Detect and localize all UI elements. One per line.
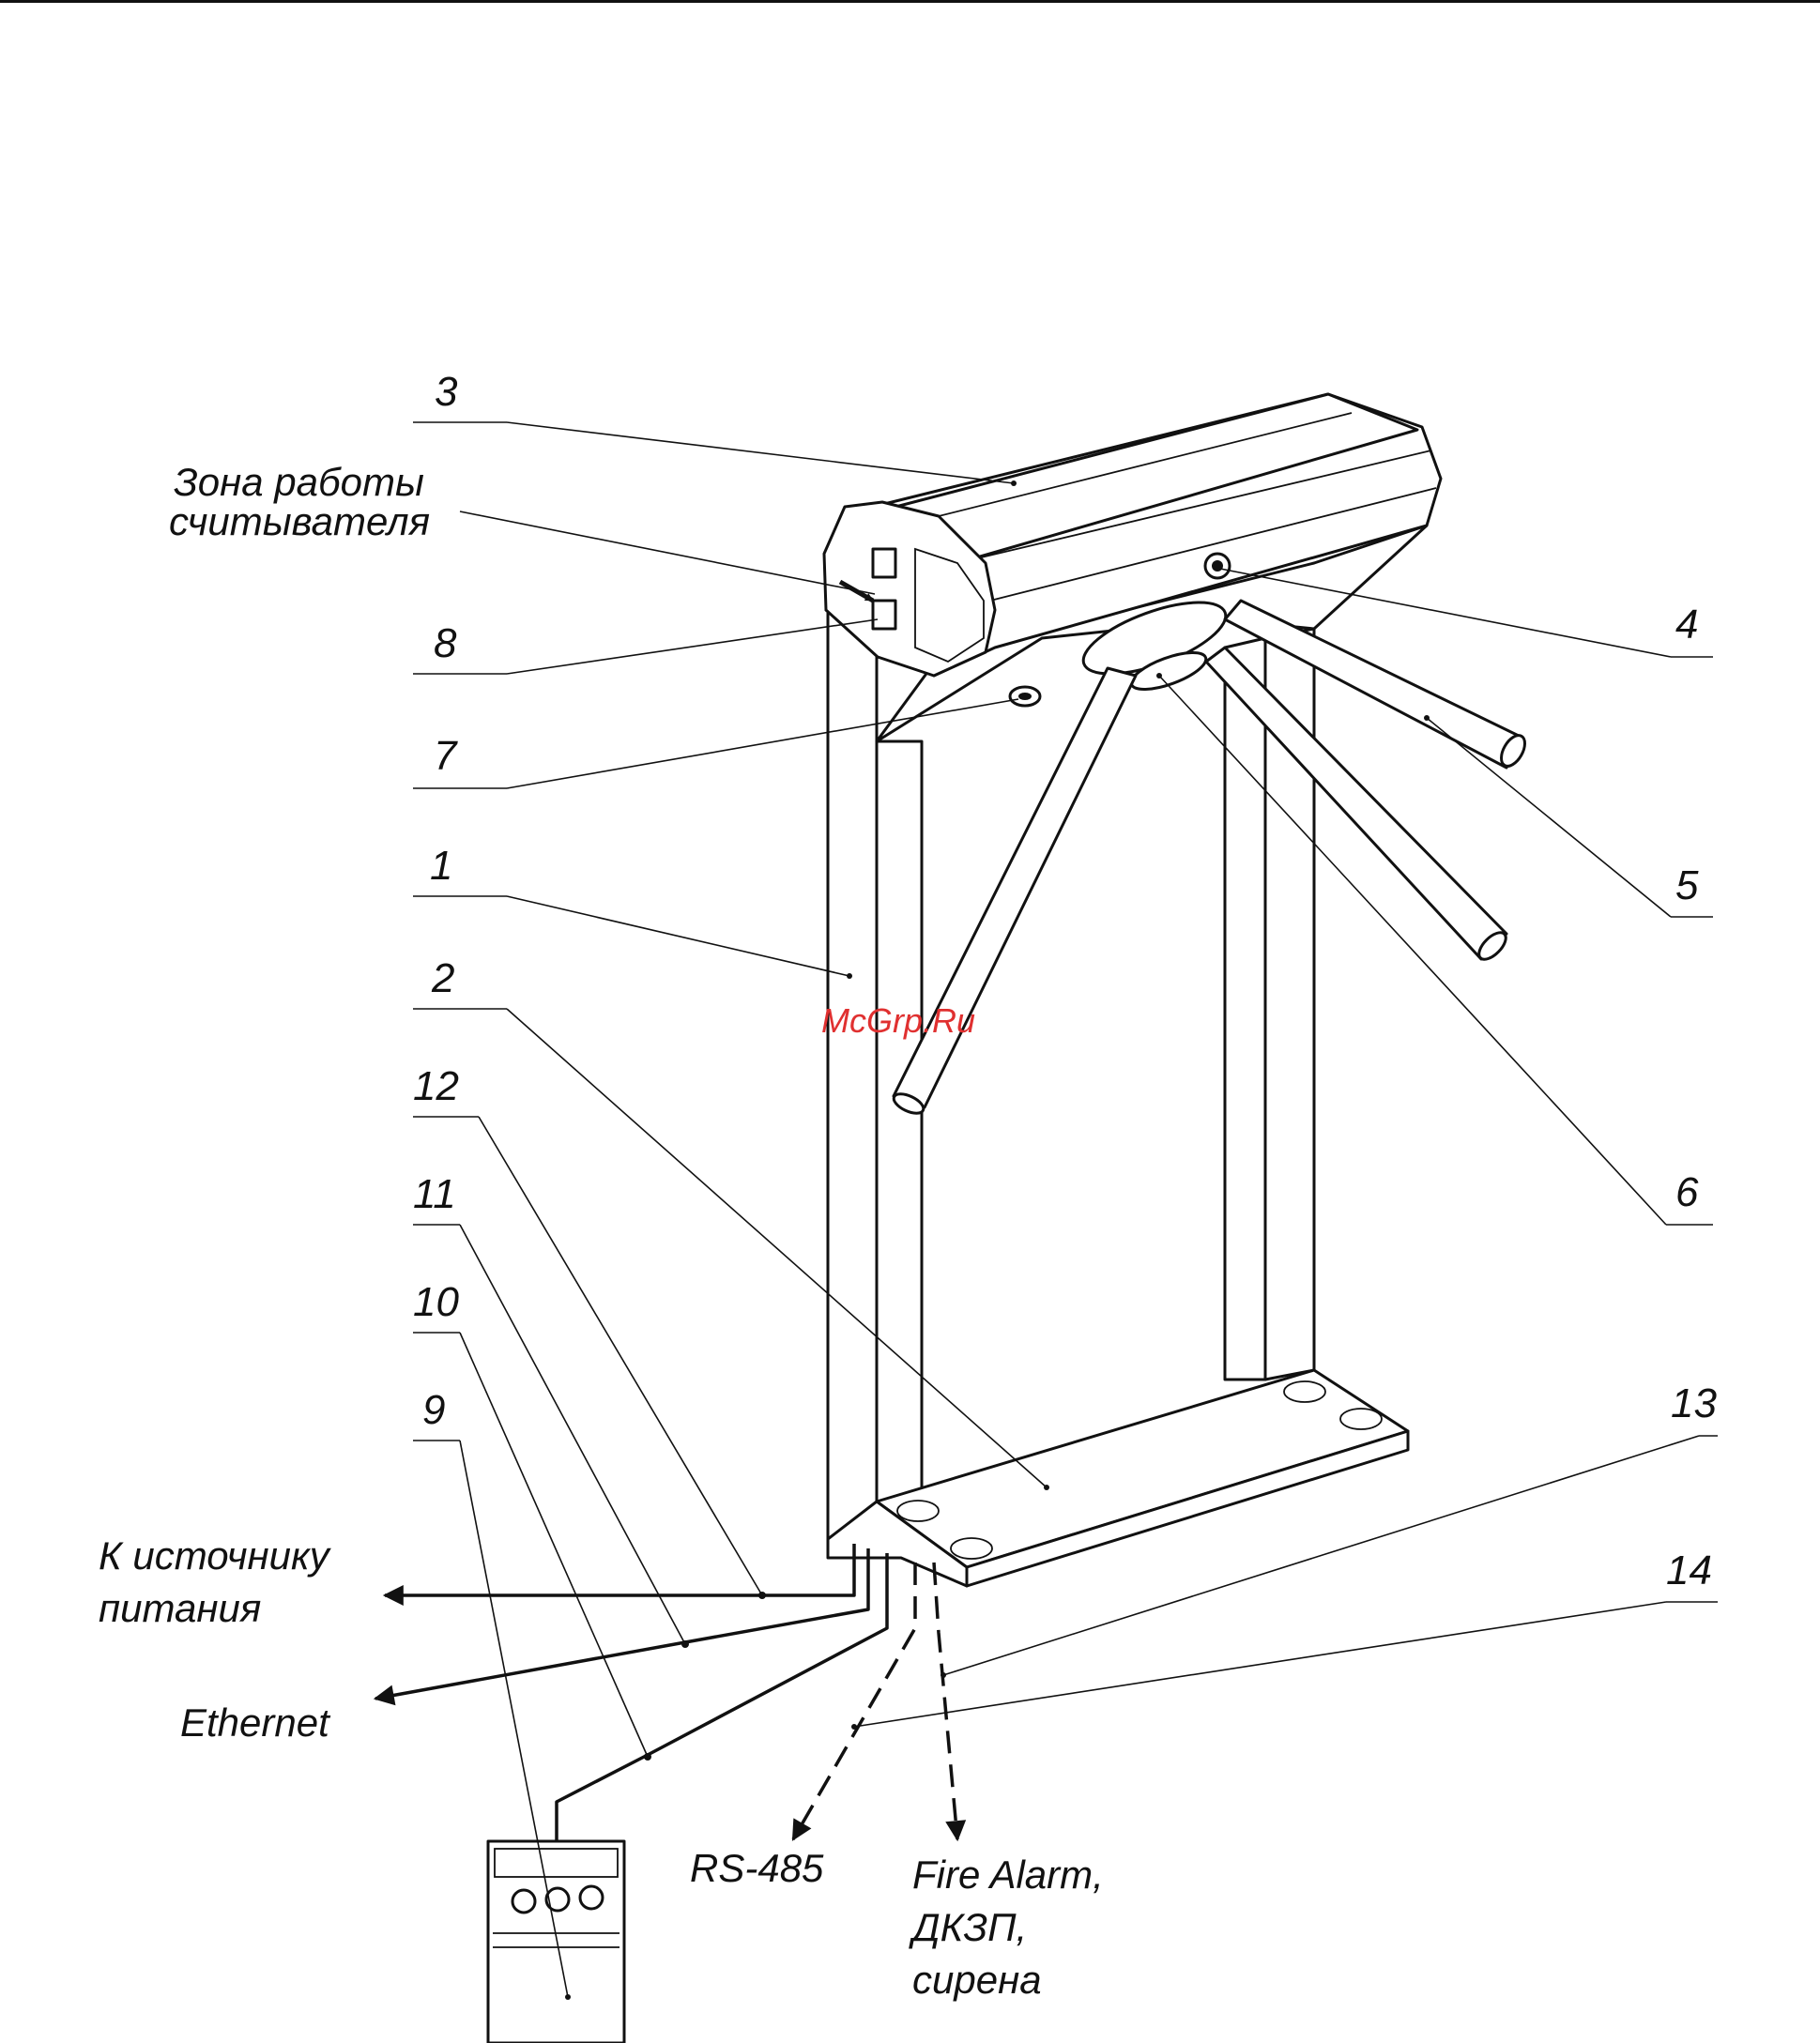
control-panel [488,1841,624,2043]
fire-alarm-label-line3: сирена [912,1958,1042,2002]
rs485-label: RS-485 [690,1846,824,1890]
fire-alarm-label-line2: ДКЗП, [909,1905,1027,1949]
label-12: 12 [413,1063,459,1109]
cables [375,1544,957,1841]
reader-zone-label-line2: считывателя [169,499,430,543]
label-9: 9 [422,1387,445,1433]
reader-zone-label-line1: Зона работы [174,460,424,504]
label-7: 7 [434,733,458,779]
leader-lines [413,422,1718,2000]
label-13: 13 [1671,1380,1717,1426]
label-11: 11 [413,1171,456,1217]
label-8: 8 [434,620,457,666]
ethernet-label: Ethernet [180,1700,331,1745]
watermark: McGrp.Ru [821,1001,975,1040]
label-1: 1 [430,843,452,889]
label-5: 5 [1675,862,1699,908]
label-14: 14 [1666,1547,1712,1593]
power-label-line1: К источнику [99,1533,332,1578]
power-label-line2: питания [99,1586,261,1630]
label-4: 4 [1675,602,1698,648]
label-3: 3 [435,369,458,415]
label-6: 6 [1675,1169,1699,1215]
fire-alarm-label-line1: Fire Alarm, [912,1852,1104,1897]
label-2: 2 [431,955,454,1001]
label-10: 10 [413,1279,459,1325]
